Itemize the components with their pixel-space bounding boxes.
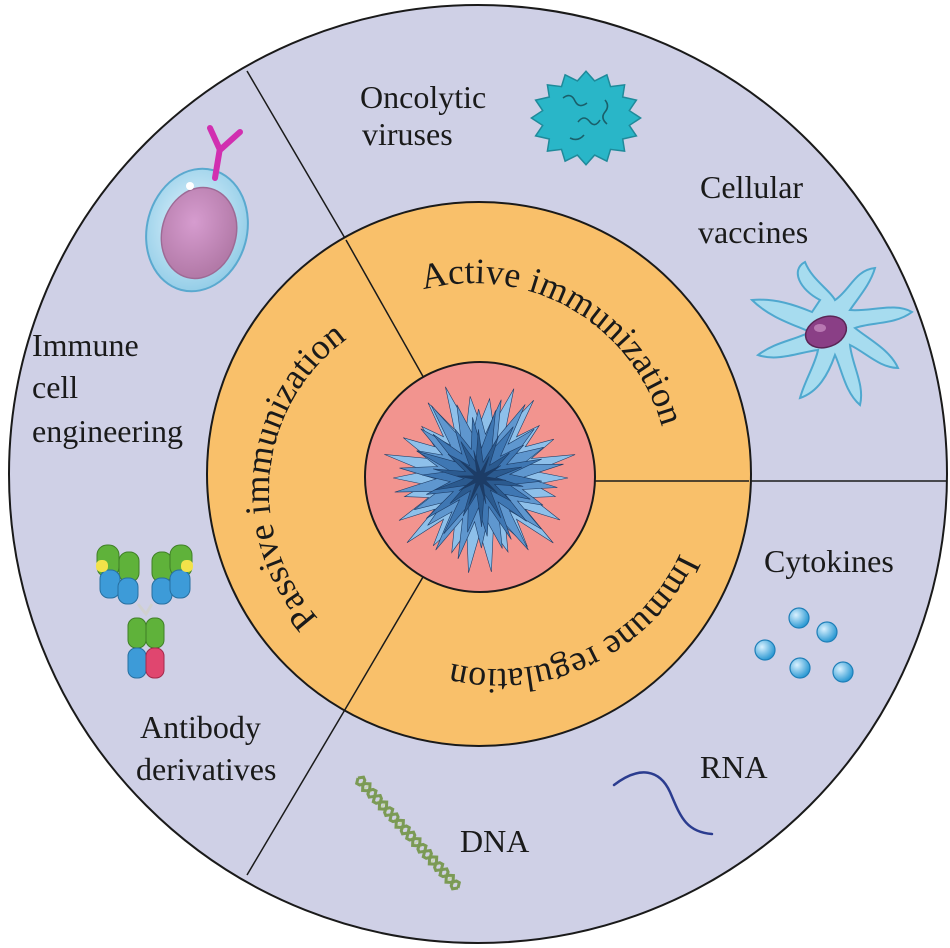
dna-helix-icon [354,775,462,891]
label-derivatives: derivatives [136,751,276,787]
cytokines-icon [754,607,854,683]
label-engineering: engineering [32,413,183,449]
antibody-icon [96,544,193,679]
label-dna: DNA [460,823,529,859]
label-vaccines: vaccines [698,214,808,250]
label-cellular: Cellular [700,169,803,205]
label-cell: cell [32,369,78,405]
divider-outer-bottom [246,712,344,876]
divider-outer-top [246,70,347,241]
tumor-spike-layer [456,450,506,505]
label-viruses: viruses [362,116,453,152]
tumor-cell-icon [384,386,576,573]
divider-middle-top [345,239,426,381]
rna-strand-icon [612,771,714,836]
label-cytokines: Cytokines [764,543,894,579]
label-oncolytic: Oncolytic [360,79,486,115]
divider-middle-bottom [342,576,424,714]
label-rna: RNA [700,749,768,785]
dendritic-cell-icon [749,260,914,407]
oncolytic-virus-icon [530,70,642,166]
engineered-immune-cell-icon [145,125,249,293]
label-antibody: Antibody [140,709,261,745]
label-immune: Immune [32,327,139,363]
dna-strand [357,775,459,891]
